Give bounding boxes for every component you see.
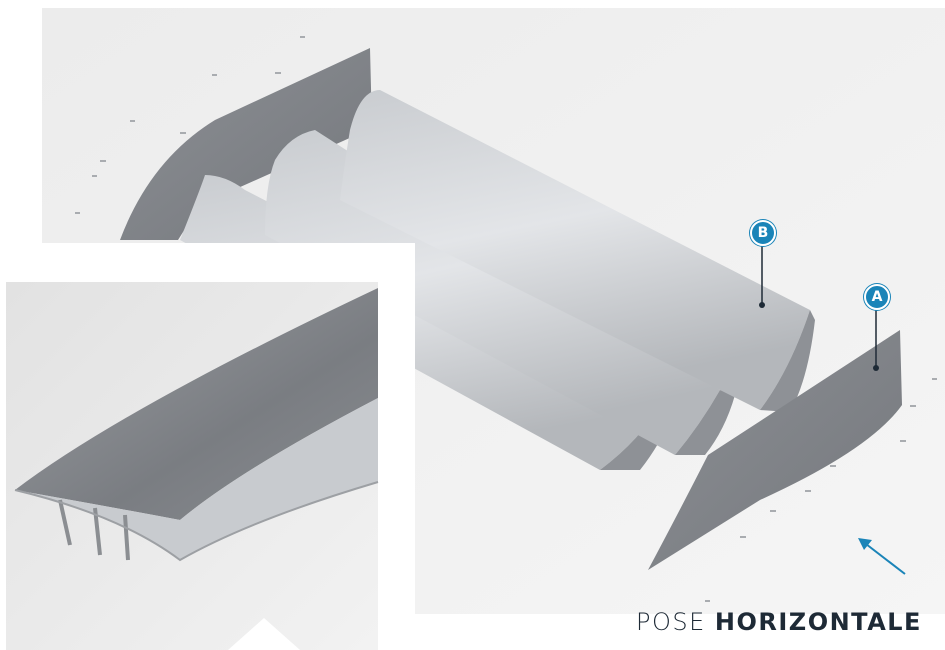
callout-b-marker: B	[750, 220, 776, 246]
callout-a-marker: A	[864, 284, 890, 310]
caption-bold: HORIZONTALE	[715, 608, 922, 636]
mounting-caption: POSE HORIZONTALE	[636, 608, 922, 636]
caption-light: POSE	[636, 608, 715, 636]
